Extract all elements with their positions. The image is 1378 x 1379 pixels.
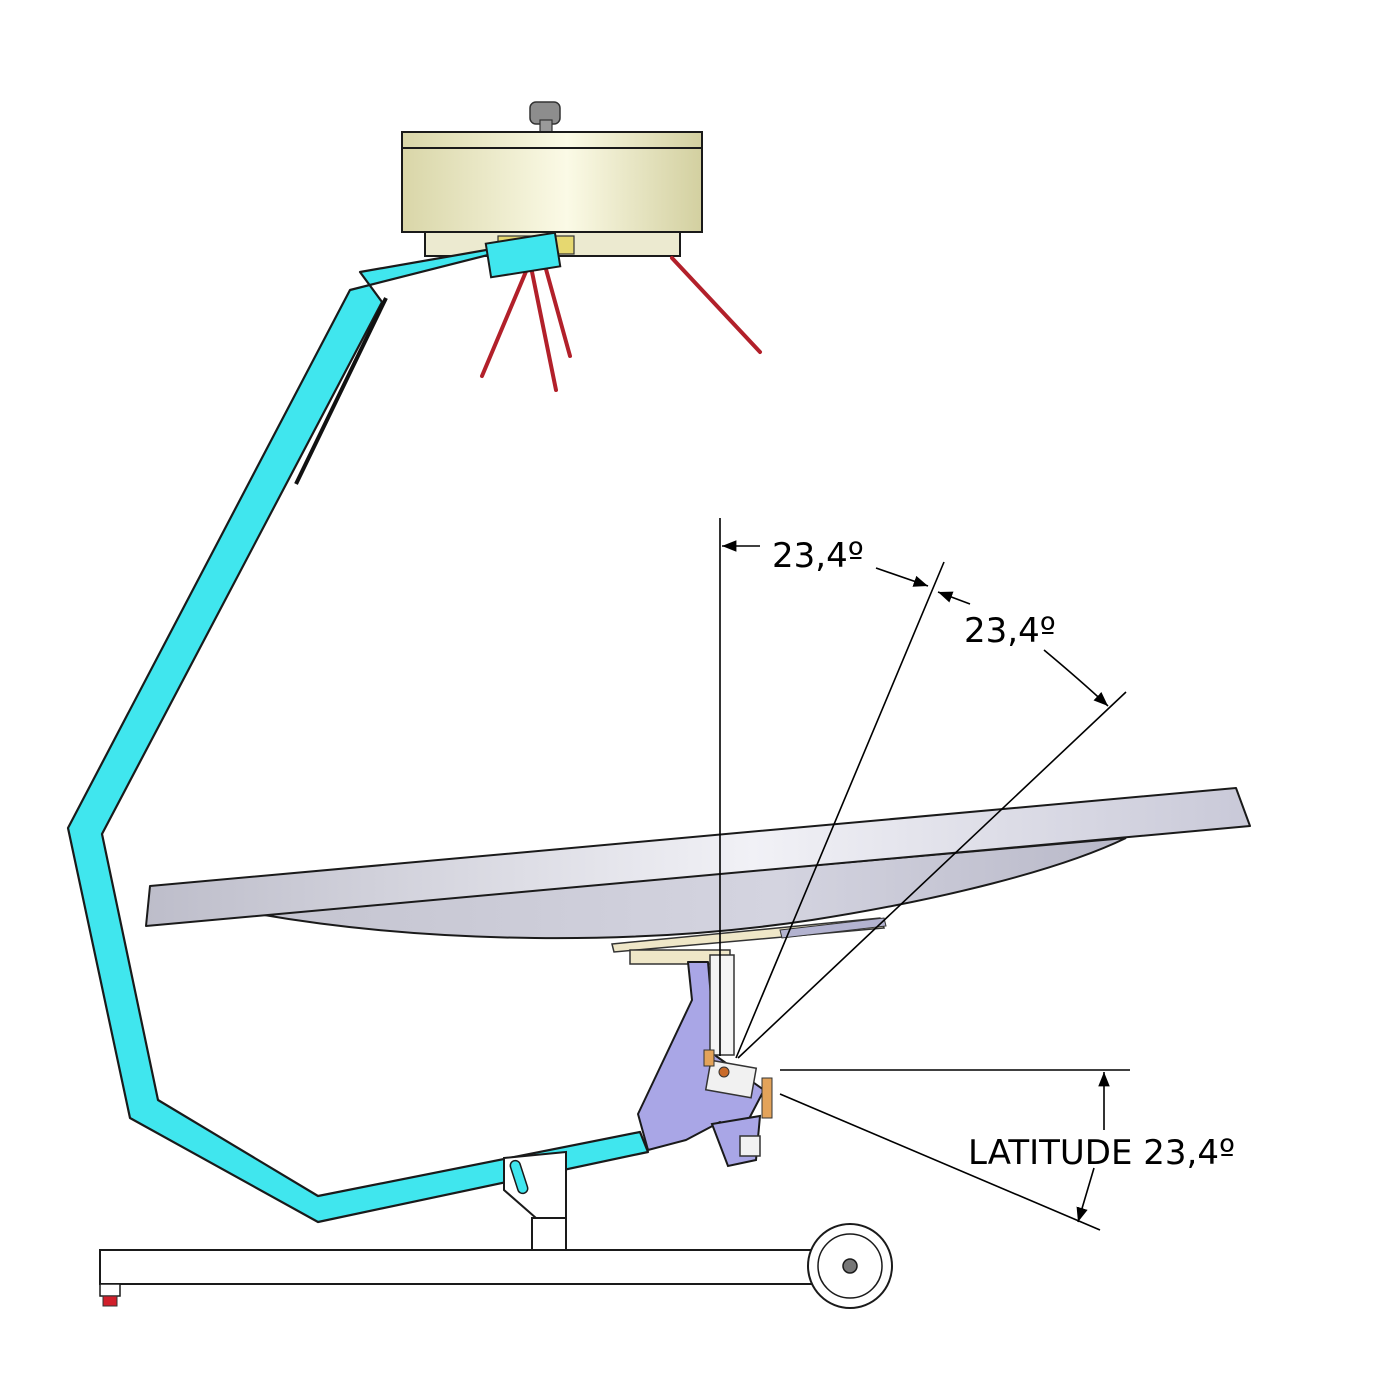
dimension-lines <box>719 518 1130 1231</box>
angle-label-1: 23,4º <box>772 536 864 576</box>
support-frame <box>66 231 650 1224</box>
parabolic-dish <box>145 787 1251 953</box>
tracking-mount <box>629 949 773 1168</box>
base-cart <box>99 1223 893 1309</box>
latitude-label: LATITUDE 23,4º <box>968 1133 1235 1173</box>
receiver-legs <box>480 256 762 392</box>
angle-label-2: 23,4º <box>964 611 1056 651</box>
center-post <box>503 1150 567 1251</box>
